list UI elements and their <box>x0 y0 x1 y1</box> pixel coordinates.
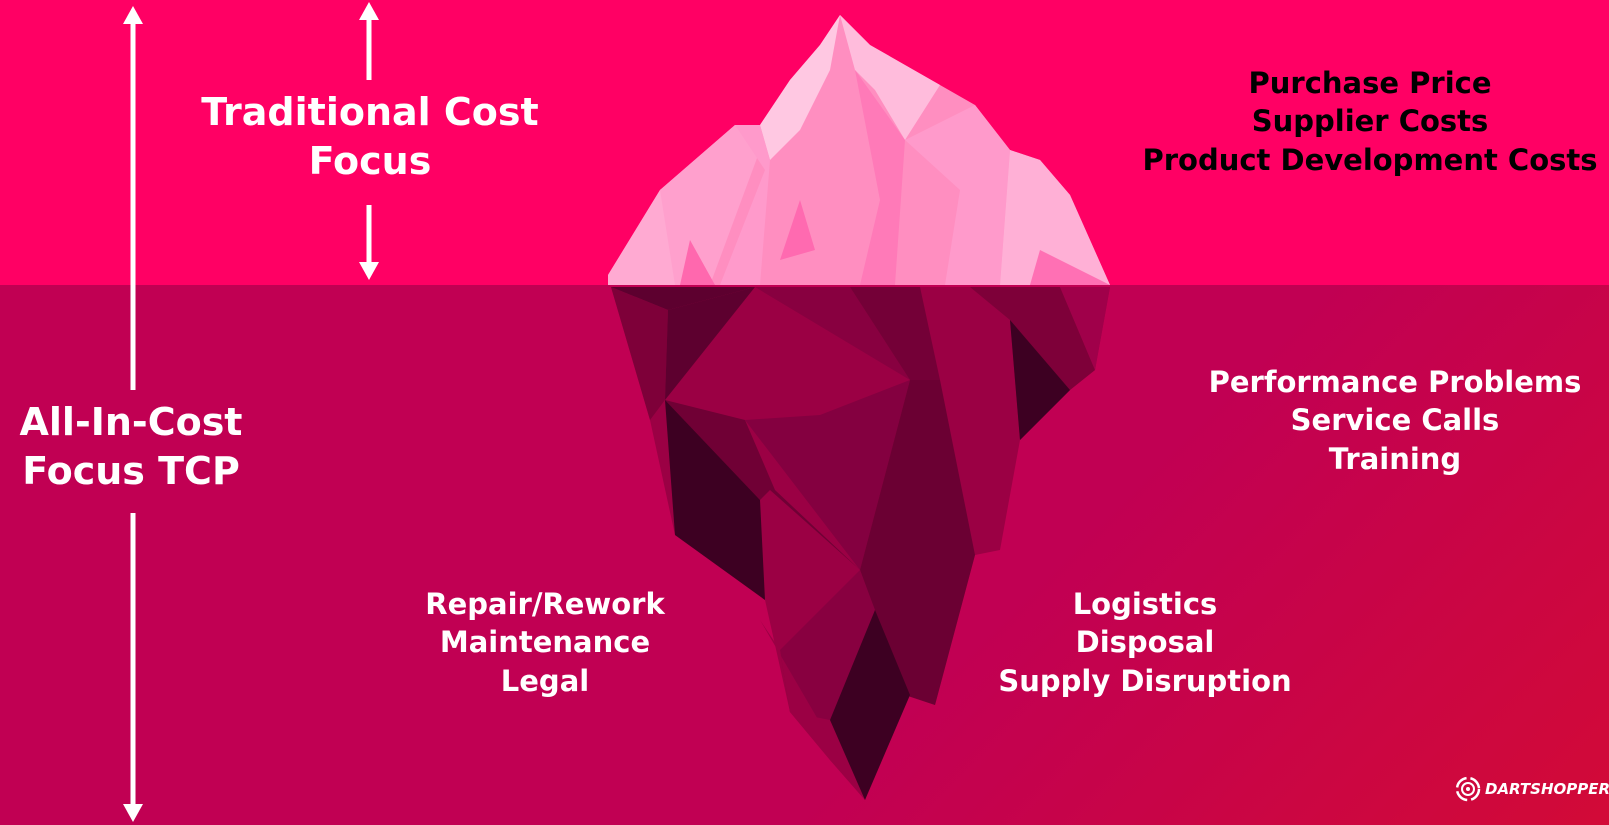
traditional-cost-focus-label: Traditional Cost Focus <box>190 88 550 187</box>
dartboard-icon <box>1455 776 1481 802</box>
cost-item: Purchase Price <box>1248 66 1492 100</box>
cost-item: Disposal <box>1075 625 1215 660</box>
all-in-label-line-2: Focus TCP <box>22 449 240 494</box>
all-in-label-line-1: All-In-Cost <box>19 400 243 444</box>
cost-item: Product Development Costs <box>1142 142 1598 177</box>
iceberg-tip <box>608 15 1110 285</box>
cost-item: Service Calls <box>1290 403 1500 438</box>
cost-item: Supplier Costs <box>1251 104 1489 139</box>
cost-item: Legal <box>500 663 590 698</box>
brand-name: DARTSHOPPER <box>1485 780 1609 798</box>
cost-item: Performance Problems <box>1208 365 1582 399</box>
below-water-right-upper-costs-list: Performance Problems Service Calls Train… <box>1180 363 1609 478</box>
traditional-label-line-2: Focus <box>308 139 432 184</box>
traditional-scale-arrow <box>359 2 379 280</box>
cost-item: Training <box>1328 441 1462 476</box>
cost-item: Logistics <box>1072 587 1218 621</box>
brand-logo: DARTSHOPPER <box>1455 776 1609 802</box>
cost-item: Supply Disruption <box>998 663 1292 698</box>
above-water-costs-list: Purchase Price Supplier Costs Product De… <box>1140 64 1600 179</box>
cost-item: Maintenance <box>439 625 651 660</box>
iceberg-underwater <box>611 287 1110 800</box>
all-in-cost-focus-label: All-In-Cost Focus TCP <box>0 398 262 497</box>
cost-item: Repair/Rework <box>425 587 665 621</box>
below-water-right-costs-list: Logistics Disposal Supply Disruption <box>980 585 1310 700</box>
all-in-scale-arrow <box>123 6 143 822</box>
below-water-left-costs-list: Repair/Rework Maintenance Legal <box>380 585 710 700</box>
traditional-label-line-1: Traditional Cost <box>201 90 539 134</box>
